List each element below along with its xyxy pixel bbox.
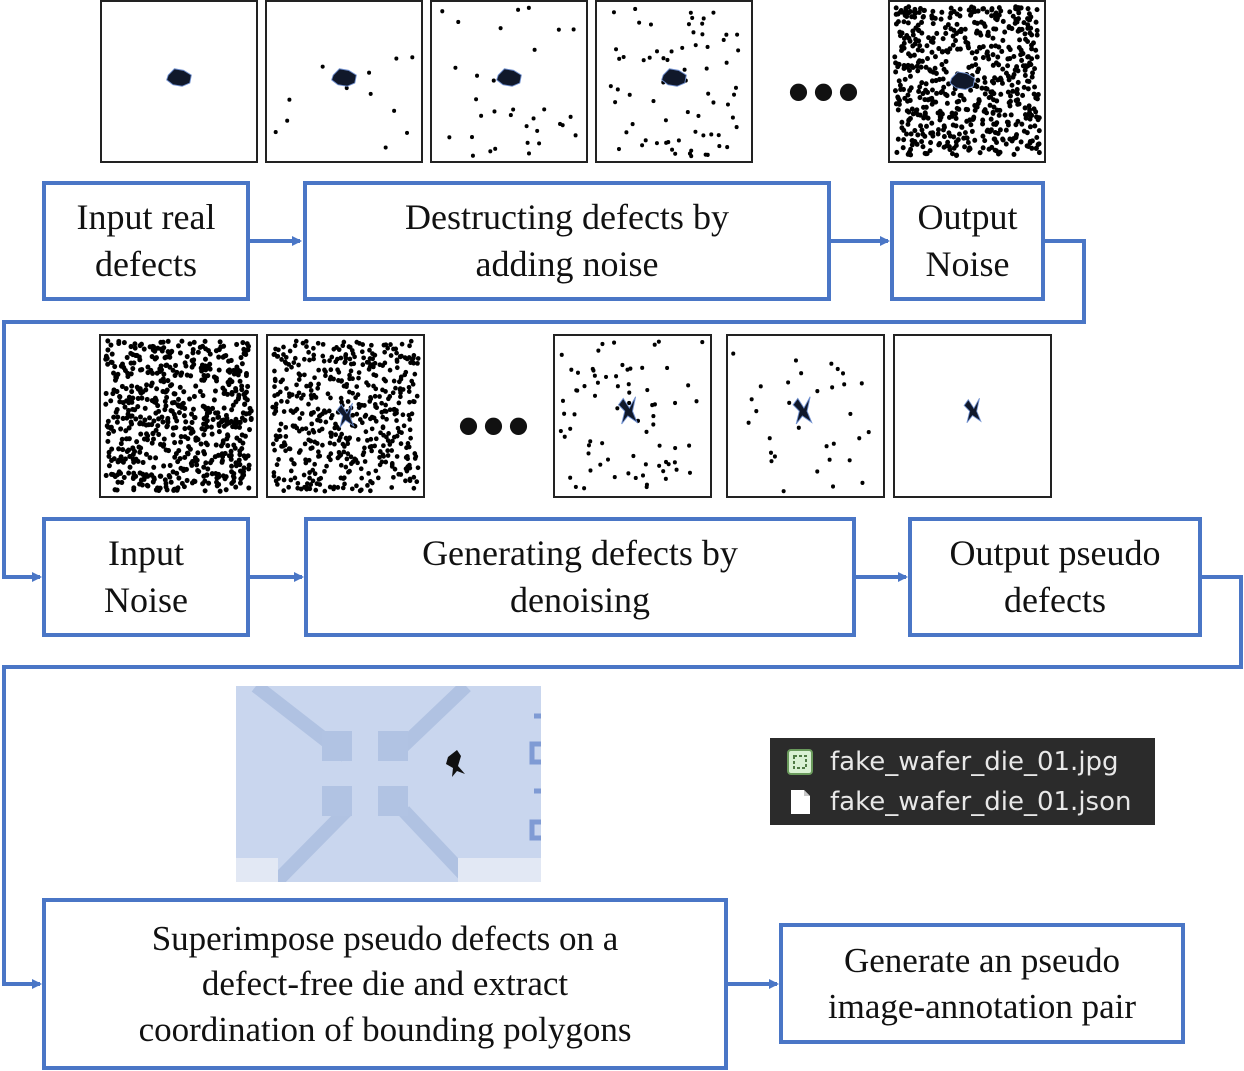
noise-thumb-1-4 (888, 0, 1046, 163)
input-noise-box: Input Noise (42, 517, 250, 637)
file-name-json: fake_wafer_die_01.json (830, 787, 1132, 817)
file-row-jpg[interactable]: fake_wafer_die_01.jpg (786, 744, 1119, 780)
noise-thumb-2-2 (553, 334, 712, 498)
noise-thumb-2-4 (893, 334, 1052, 498)
generating-defects-box: Generating defects by denoising (304, 517, 856, 637)
superimpose-box: Superimpose pseudo defects on a defect-f… (42, 898, 728, 1070)
pseudo-defect-mark (446, 750, 465, 777)
output-noise-box: Output Noise (890, 181, 1045, 301)
file-name-jpg: fake_wafer_die_01.jpg (830, 747, 1119, 777)
noise-thumb-1-2 (430, 0, 588, 163)
noise-thumb-2-0 (99, 334, 258, 498)
generate-pair-box: Generate an pseudo image-annotation pair (779, 923, 1185, 1044)
noise-thumb-1-3 (595, 0, 753, 163)
connector-row1-to-row2 (2, 239, 1086, 582)
file-list-panel: fake_wafer_die_01.jpg fake_wafer_die_01.… (770, 738, 1155, 825)
input-real-defects-box: Input real defects (42, 181, 250, 301)
noise-thumb-2-1 (266, 334, 425, 498)
noise-thumb-2-3 (726, 334, 885, 498)
file-row-json[interactable]: fake_wafer_die_01.json (786, 784, 1131, 820)
destructing-defects-box: Destructing defects by adding noise (303, 181, 831, 301)
ellipsis-row2: ••• (458, 392, 534, 459)
document-file-icon (791, 790, 810, 814)
wafer-die-image (236, 686, 541, 882)
noise-thumb-1-0 (100, 0, 258, 163)
image-file-icon (787, 749, 813, 775)
noise-thumb-1-1 (265, 0, 423, 163)
ellipsis-row1: ••• (788, 58, 864, 125)
connector-row2-to-row3 (2, 575, 1243, 989)
output-pseudo-defects-box: Output pseudo defects (908, 517, 1202, 637)
